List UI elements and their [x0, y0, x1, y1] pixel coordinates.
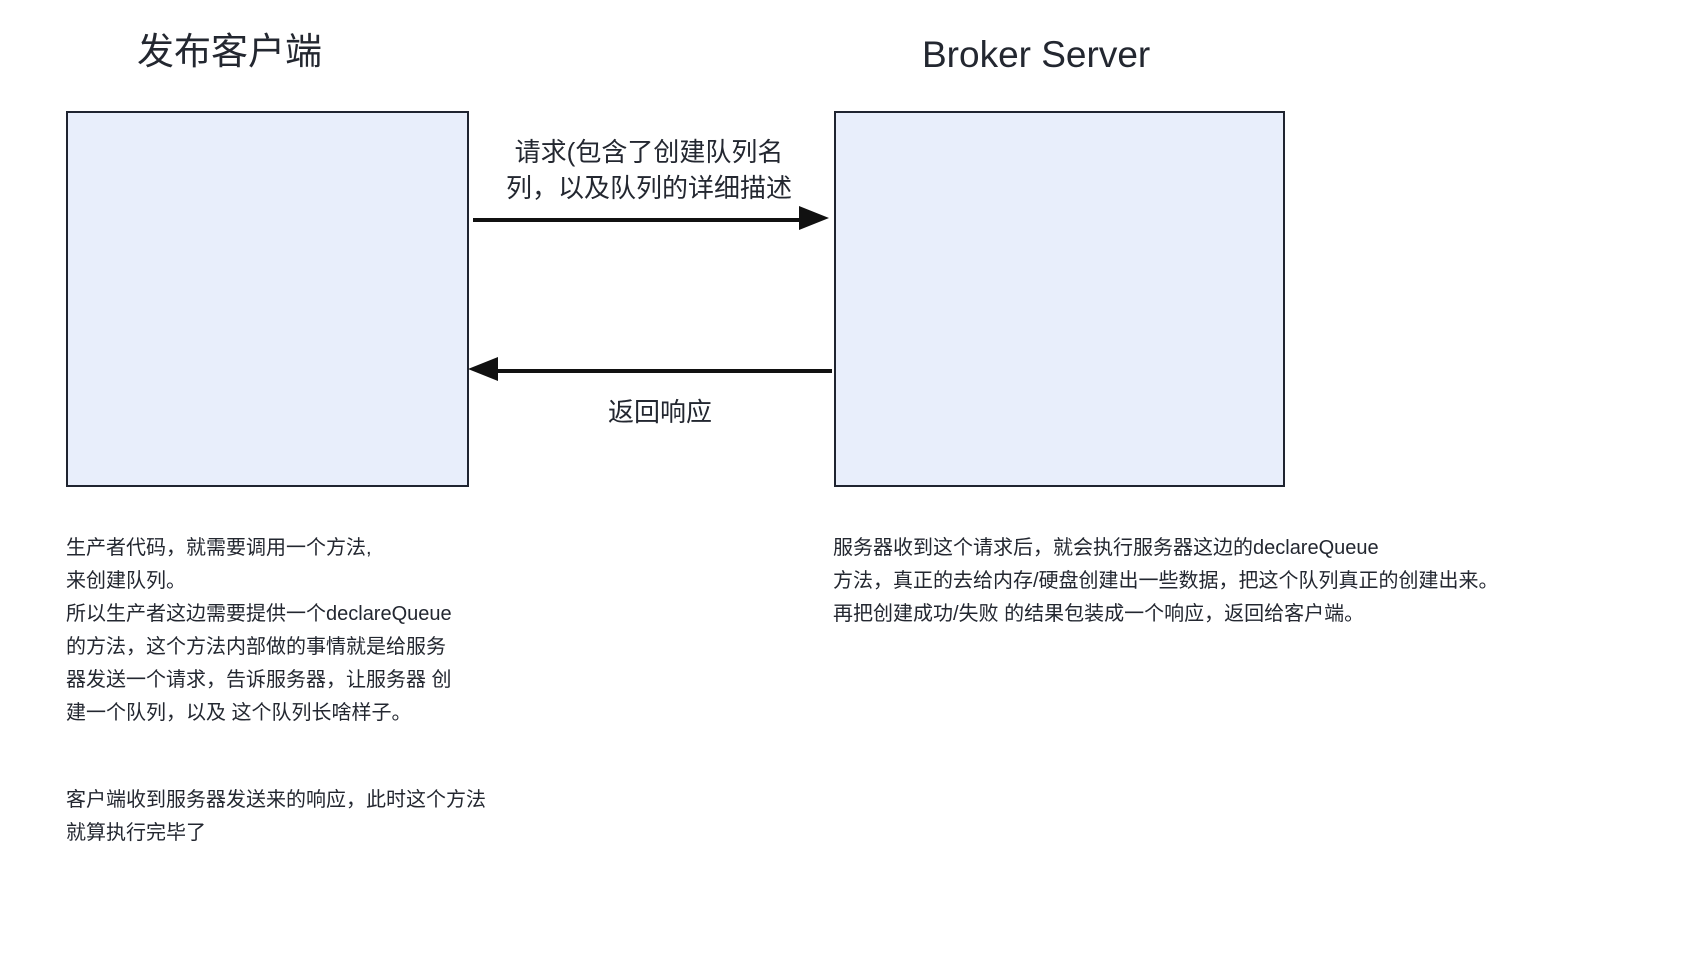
note-client-response-received: 客户端收到服务器发送来的响应，此时这个方法 就算执行完毕了 — [66, 789, 486, 844]
lifeline-box-publisher — [66, 111, 469, 487]
request-arrow-head-icon — [799, 206, 829, 230]
lifeline-box-broker — [834, 111, 1285, 487]
response-arrow-head-icon — [468, 357, 498, 381]
note-server-handle-request: 服务器收到这个请求后，就会执行服务器这边的declareQueue 方法，真正的… — [833, 537, 1499, 625]
note-client-declare-queue: 生产者代码，就需要调用一个方法, 来创建队列。 所以生产者这边需要提供一个dec… — [66, 537, 452, 724]
participant-title-publisher: 发布客户端 — [137, 31, 322, 72]
request-arrow-label: 请求(包含了创建队列名 列，以及队列的详细描述 — [505, 137, 792, 203]
response-arrow-line — [496, 369, 832, 373]
participant-title-broker: Broker Server — [922, 34, 1151, 75]
response-arrow-label: 返回响应 — [607, 397, 712, 427]
request-arrow-line — [473, 218, 803, 222]
